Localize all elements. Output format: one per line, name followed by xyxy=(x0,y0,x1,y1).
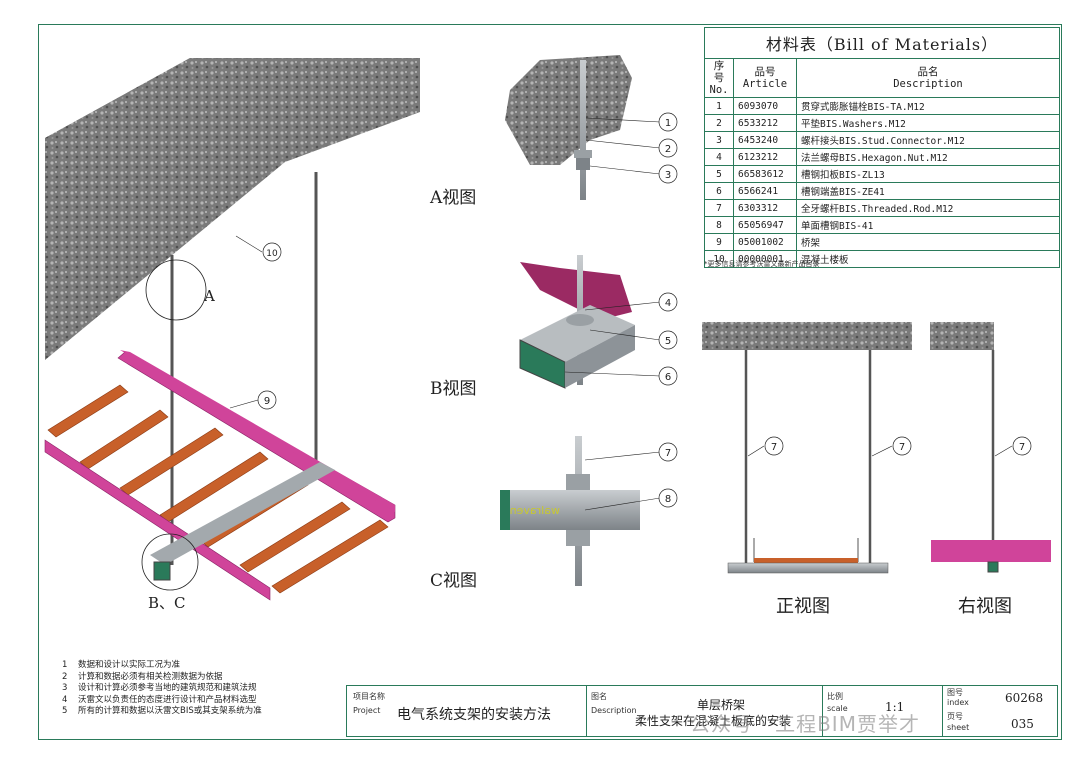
index-value: 60268 xyxy=(1005,691,1044,705)
callout-7-front-right: 7 xyxy=(899,442,905,453)
callout-7-right: 7 xyxy=(1019,442,1025,453)
callout-7-front-left: 7 xyxy=(771,442,777,453)
drawing-title-line1: 单层桥架 xyxy=(697,698,746,712)
support-channel xyxy=(150,462,335,565)
callout-7: 7 xyxy=(665,448,671,459)
view-label-right: 右视图 xyxy=(958,596,1012,617)
channel-brand-label: walraven xyxy=(510,504,560,517)
drawing-frame xyxy=(38,24,1062,740)
callout-9: 9 xyxy=(264,396,270,407)
callout-5: 5 xyxy=(665,336,671,347)
detail-view-b xyxy=(519,255,678,389)
detail-marker-bc: B、C xyxy=(148,594,186,612)
detail-view-c xyxy=(500,436,678,586)
title-block-description: 图名 Description 单层桥架 柔性支架在混凝土板底的安装 xyxy=(587,686,823,736)
callout-4: 4 xyxy=(665,298,671,309)
project-name: 电气系统支架的安装方法 xyxy=(397,707,551,723)
view-label-c: C视图 xyxy=(430,571,478,591)
bom-title: 材料表（Bill of Materials） xyxy=(704,27,1060,59)
detail-circle-a xyxy=(145,259,207,321)
title-block: 项目名称 Project 电气系统支架的安装方法 图名 Description … xyxy=(346,685,1058,737)
callout-10: 10 xyxy=(266,249,278,259)
detail-view-a xyxy=(505,55,678,200)
tray-side-rail-back xyxy=(117,351,396,523)
title-block-scale: 比例 scale 1:1 xyxy=(823,686,943,736)
front-view xyxy=(702,322,912,574)
callout-1: 1 xyxy=(665,118,671,129)
sheet-value: 035 xyxy=(1011,717,1034,731)
drawing-title-line2: 柔性支架在混凝土板底的安装 xyxy=(635,714,792,728)
scale-value: 1:1 xyxy=(885,700,905,714)
cable-tray xyxy=(44,350,396,601)
bom-footnote: *更多信息请参考沃雷文最新产品目录 xyxy=(704,260,820,268)
callout-8: 8 xyxy=(665,494,671,505)
view-label-b: B视图 xyxy=(430,379,477,399)
callout-3: 3 xyxy=(665,170,671,181)
detail-circle-bc xyxy=(141,533,199,591)
concrete-slab xyxy=(45,58,420,360)
view-label-a: A视图 xyxy=(430,188,477,208)
title-block-index: 图号 index 60268 页号 sheet 035 xyxy=(947,688,1044,732)
right-view xyxy=(930,322,1051,573)
watermark: 公众号 · 工程BIM贾举才 xyxy=(690,712,920,736)
title-block-project: 项目名称 Project 电气系统支架的安装方法 xyxy=(347,686,587,736)
view-label-front: 正视图 xyxy=(776,596,830,617)
callout-2: 2 xyxy=(665,144,671,155)
callout-6: 6 xyxy=(665,372,671,383)
detail-marker-a: A xyxy=(204,287,215,305)
